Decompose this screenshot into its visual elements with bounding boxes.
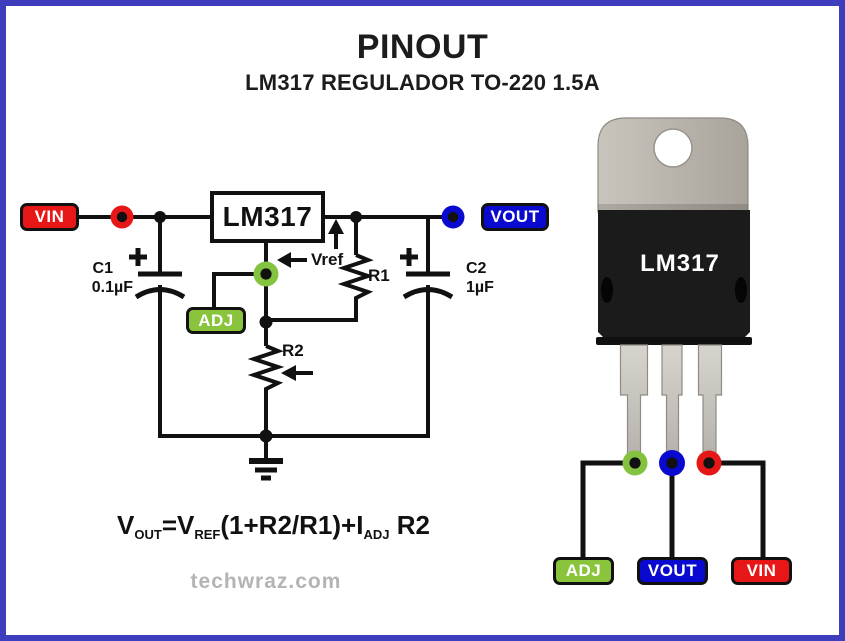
pin-label-adj-text: ADJ	[565, 561, 602, 580]
to220-mounting-hole	[653, 128, 693, 168]
capacitor-c2-symbol	[400, 248, 454, 300]
watermark: techwraz.com	[190, 570, 342, 593]
vout-label-text: VOUT	[490, 207, 540, 226]
pin-label-vout-text: VOUT	[647, 561, 698, 580]
resistor-r2-symbol	[247, 344, 285, 394]
page-subtitle: LM317 REGULADOR TO-220 1.5A	[245, 70, 600, 95]
to220-legs	[619, 344, 723, 458]
capacitor-c1-symbol	[129, 248, 186, 300]
vin-terminal-dot	[110, 205, 134, 229]
c2-value: 1µF	[466, 279, 494, 296]
vref-left-arrow	[277, 252, 307, 268]
vref-up-arrow	[328, 219, 344, 249]
schematic-wires	[79, 215, 455, 459]
c1-value: 0.1µF	[91, 279, 133, 296]
lm317-ic-box: LM317	[210, 191, 325, 243]
pin-label-vin-text: VIN	[746, 561, 777, 580]
c1-name: C1	[92, 260, 113, 277]
pin-label-adj: ADJ	[553, 557, 614, 585]
r2-name: R2	[282, 341, 304, 360]
c2-name: C2	[466, 260, 487, 277]
pin-label-vout: VOUT	[637, 557, 708, 585]
vin-label-box: VIN	[20, 203, 79, 231]
to220-package	[580, 117, 766, 557]
r1-name: R1	[368, 266, 390, 285]
adj-label-box: ADJ	[186, 307, 246, 334]
formula: VOUT=VREF(1+R2/R1)+IADJ R2	[117, 510, 430, 542]
diagram-artwork	[79, 117, 766, 557]
to220-adj-pin-dot	[622, 450, 648, 476]
vout-label-box: VOUT	[481, 203, 549, 231]
to220-pin-wires	[580, 460, 766, 557]
junction-dots	[154, 211, 362, 443]
to220-vin-pin-dot	[696, 450, 722, 476]
adj-label-text: ADJ	[198, 310, 234, 330]
resistor-r1-symbol	[337, 253, 375, 303]
page-title: PINOUT	[356, 28, 489, 66]
vout-terminal-dot	[441, 205, 465, 229]
vin-label-text: VIN	[34, 207, 65, 226]
r2-wiper-arrow	[281, 365, 313, 381]
lm317-ic-text: LM317	[222, 201, 313, 232]
vref-label: Vref	[311, 250, 344, 269]
ground-symbol	[249, 458, 283, 481]
pin-label-vin: VIN	[731, 557, 792, 585]
to220-body-label: LM317	[640, 250, 720, 277]
to220-vout-pin-dot	[659, 450, 685, 476]
to220-body	[598, 210, 750, 345]
adj-terminal-dot	[253, 261, 279, 287]
